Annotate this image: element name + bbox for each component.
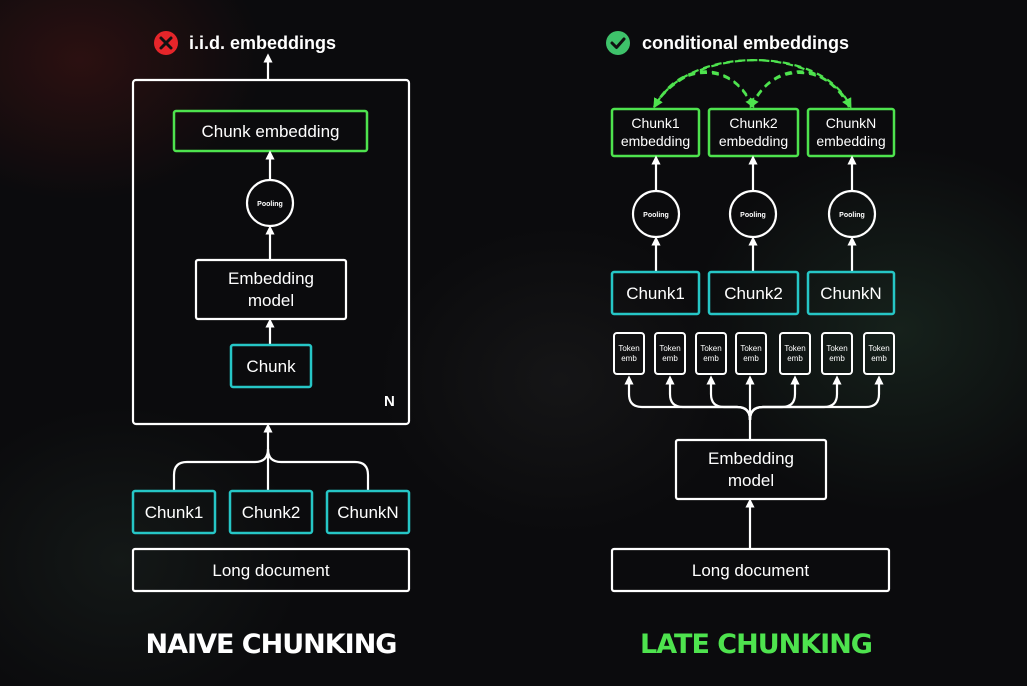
naive-header: i.i.d. embeddings	[189, 33, 336, 53]
token-emb-1-line1: Token	[618, 344, 639, 353]
token-emb-box-5	[779, 332, 811, 375]
token-emb-3-line1: Token	[700, 344, 721, 353]
check-icon	[606, 31, 630, 55]
conditional-attention-arcs	[653, 59, 852, 109]
late-chunk2-label: Chunk2	[724, 284, 783, 303]
late-document-box	[610, 547, 891, 593]
token-emb-box-1	[613, 332, 645, 375]
token-emb-box-6	[821, 332, 853, 375]
token-emb-2-line1: Token	[659, 344, 680, 353]
late-pooling1-circle	[631, 189, 681, 239]
late-chunking-panel: conditional embeddings Chunk1 embedding …	[606, 31, 896, 660]
chunk-box	[229, 343, 313, 389]
late-chunk1-embedding-line1: Chunk1	[631, 115, 679, 131]
late-poolingn-circle	[827, 189, 877, 239]
token-emb-1-line2: emb	[621, 354, 637, 363]
late-embedding-model-line2: model	[728, 471, 774, 490]
token-emb-5-line2: emb	[787, 354, 803, 363]
late-embedding-model-line1: Embedding	[708, 449, 794, 468]
embedding-model-line2: model	[248, 291, 294, 310]
naive-chunk2-box	[228, 489, 314, 535]
late-pooling2-label: Pooling	[740, 212, 766, 219]
late-pooling-arrows	[651, 155, 857, 271]
naive-document-label: Long document	[212, 561, 329, 580]
late-chunk1-box	[610, 270, 701, 316]
token-embedding-row: Token emb Token emb Token emb Token emb …	[613, 332, 895, 375]
token-emb-2-line2: emb	[662, 354, 678, 363]
token-emb-box-4	[735, 332, 767, 375]
token-emb-4-line2: emb	[743, 354, 759, 363]
late-poolingn-label: Pooling	[839, 212, 865, 219]
token-emb-7-line1: Token	[868, 344, 889, 353]
repeat-n-label: N	[384, 393, 395, 410]
naive-chunkn-label: ChunkN	[337, 503, 398, 522]
naive-chunkn-box	[325, 489, 411, 535]
chunk-merge-lines	[172, 423, 370, 491]
late-chunkn-label: ChunkN	[820, 284, 881, 303]
late-pooling1-label: Pooling	[643, 212, 669, 219]
late-pooling2-circle	[728, 189, 778, 239]
token-emb-box-2	[654, 332, 686, 375]
late-chunk2-box	[707, 270, 800, 316]
token-emb-box-7	[863, 332, 895, 375]
x-icon	[154, 31, 178, 55]
token-emb-4-line1: Token	[740, 344, 761, 353]
token-emb-3-line2: emb	[703, 354, 719, 363]
naive-chunking-panel: i.i.d. embeddings N Chunk embedding Pool…	[131, 31, 411, 660]
late-chunk2-embedding-line1: Chunk2	[729, 115, 777, 131]
naive-document-box	[131, 547, 411, 593]
naive-footer-title: NAIVE CHUNKING	[146, 629, 397, 660]
token-emb-5-line1: Token	[784, 344, 805, 353]
naive-chunk1-label: Chunk1	[145, 503, 204, 522]
late-chunkn-box	[806, 270, 896, 316]
chunk-label: Chunk	[246, 357, 296, 376]
token-emb-box-3	[695, 332, 727, 375]
late-footer-title: LATE CHUNKING	[640, 629, 872, 660]
naive-chunk2-label: Chunk2	[242, 503, 301, 522]
late-chunkn-embedding-line2: embedding	[816, 133, 885, 149]
chunk-embedding-label: Chunk embedding	[202, 122, 340, 141]
late-chunk1-embedding-line2: embedding	[621, 133, 690, 149]
late-chunk1-label: Chunk1	[626, 284, 685, 303]
token-emb-6-line1: Token	[826, 344, 847, 353]
token-emb-7-line2: emb	[871, 354, 887, 363]
late-header: conditional embeddings	[642, 33, 849, 53]
pooling-label: Pooling	[257, 201, 283, 208]
token-emb-6-line2: emb	[829, 354, 845, 363]
embedding-model-line1: Embedding	[228, 269, 314, 288]
late-document-label: Long document	[692, 561, 809, 580]
late-chunkn-embedding-line1: ChunkN	[826, 115, 877, 131]
token-fanout-lines	[624, 375, 884, 440]
late-chunk2-embedding-line2: embedding	[719, 133, 788, 149]
naive-chunk1-box	[131, 489, 217, 535]
